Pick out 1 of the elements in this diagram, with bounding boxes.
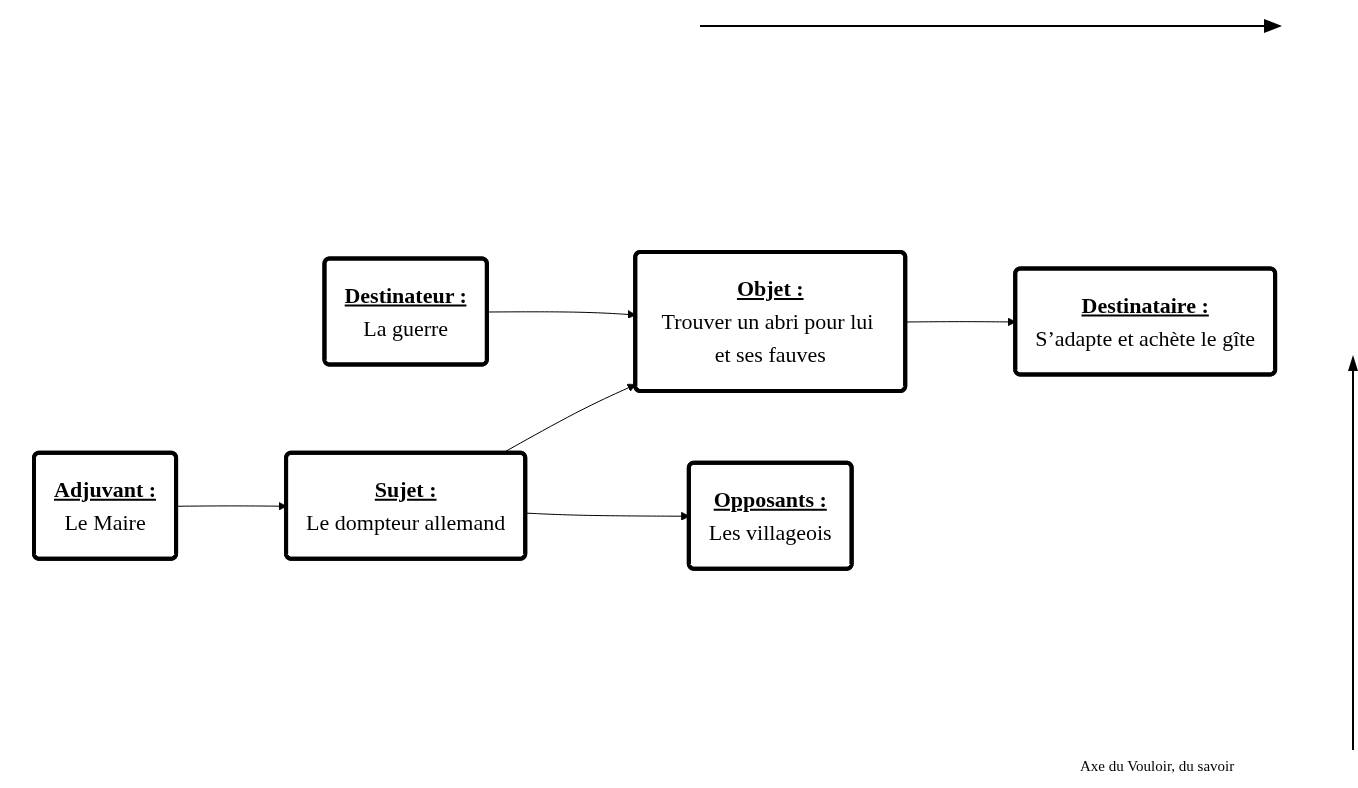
axis-caption: Axe du Vouloir, du savoir (1080, 758, 1235, 775)
